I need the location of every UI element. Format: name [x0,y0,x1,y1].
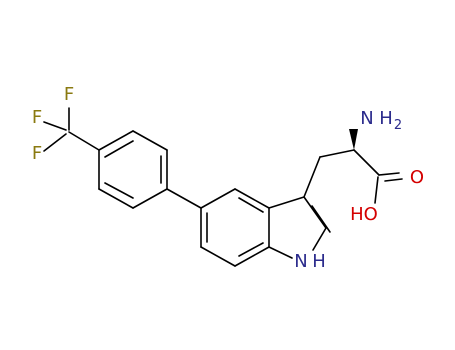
bond-line [374,176,379,204]
indole-hydrogen-label: H [312,251,326,272]
amine-hydrogen-label: H [379,108,393,129]
amine-subscript: 2 [394,118,402,133]
bond-line [353,149,380,176]
bond-line [312,227,327,251]
bond-line [234,246,270,267]
bond-line [303,156,321,198]
bond-line [268,246,293,259]
bond-line [166,188,202,209]
bond-line [104,140,134,158]
bond-line [104,182,134,199]
bond-line [200,188,236,209]
bond-layer [43,107,403,267]
hydroxyl-label: HO [350,204,378,225]
bond-line [98,188,134,209]
bond-line [238,242,264,257]
bond-line [311,205,331,233]
amine-nitrogen-label: N [360,108,373,129]
carbonyl-oxygen-label: O [410,167,424,188]
fluorine-label-upper-left: F [32,107,42,128]
bond-line [200,246,236,267]
bond-line [238,197,264,213]
bond-line [303,196,327,229]
bond-line [268,196,305,209]
bond-line [43,121,67,131]
fluorine-label-lower-left: F [32,143,42,164]
bond-line [384,178,403,182]
bond-line [132,130,168,151]
bond-line [68,131,100,151]
indole-nitrogen-label: N [294,251,307,272]
stereo-wedge-bond [349,129,358,150]
fluorine-label-top: F [64,84,74,105]
bond-line [234,188,270,209]
bond-line [132,188,168,209]
bond-line [378,172,400,176]
bond-line [319,149,355,158]
bond-line [98,130,134,151]
bond-line [43,133,67,152]
